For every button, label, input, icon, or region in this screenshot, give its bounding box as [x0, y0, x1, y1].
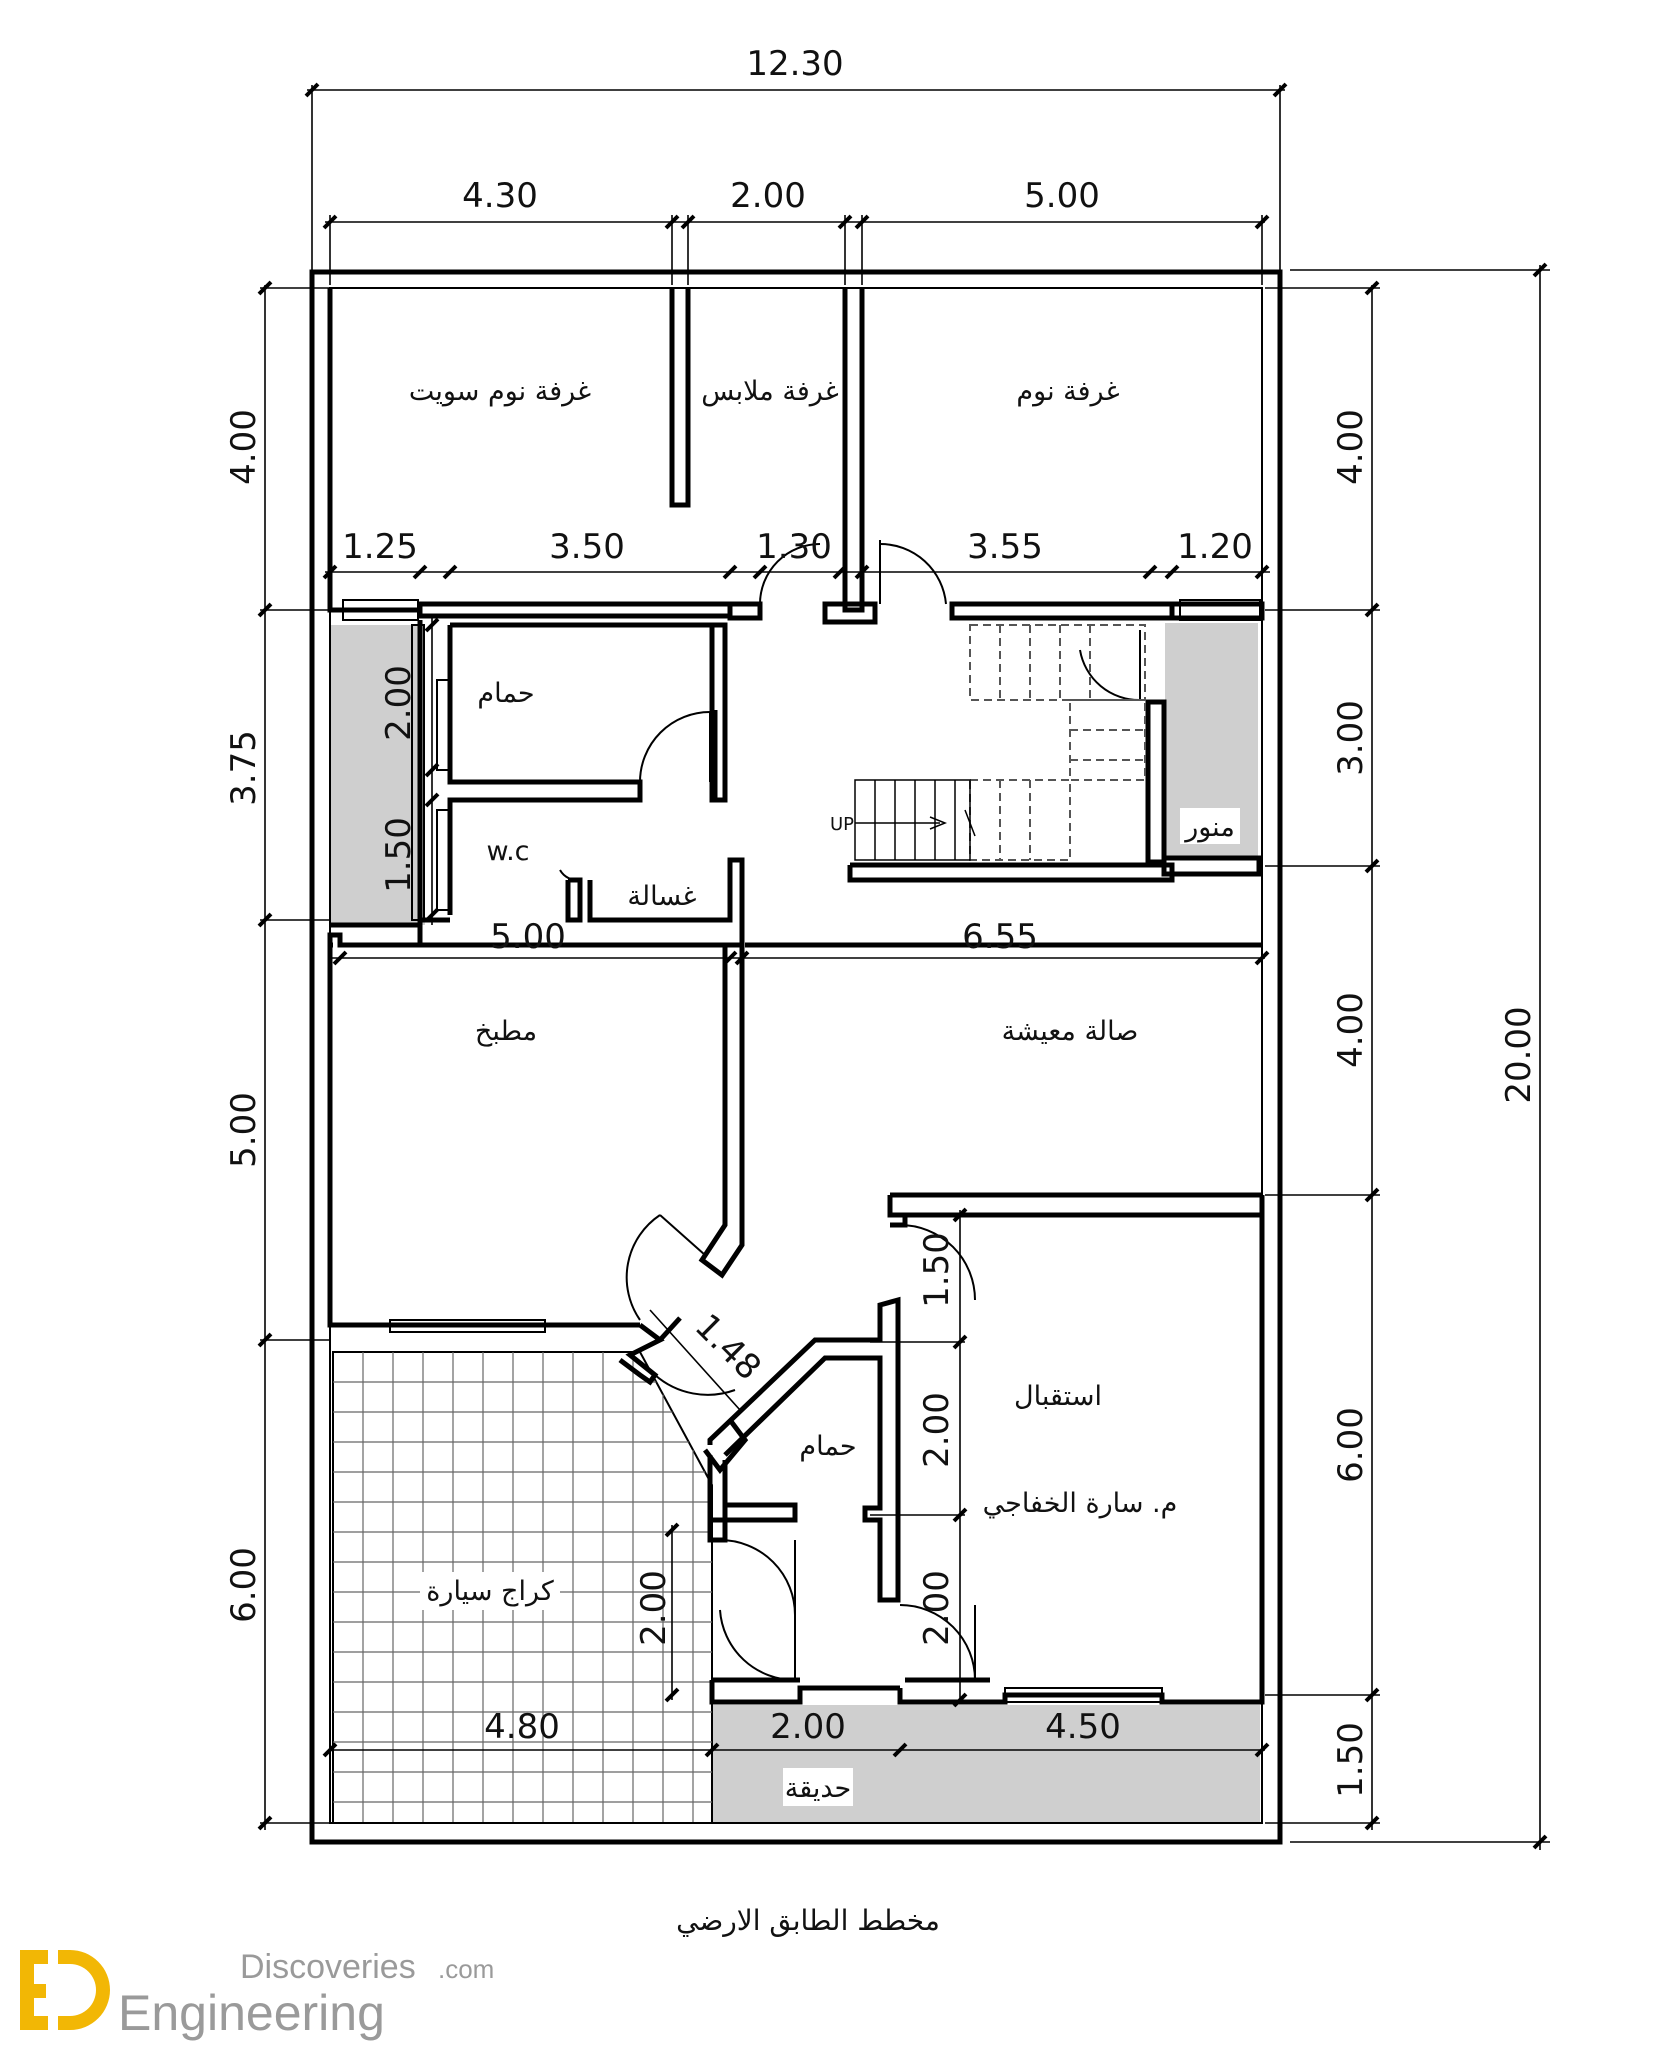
logo-line1: Discoveries	[240, 1948, 416, 1986]
mid-left-dim: 5.00	[490, 917, 566, 957]
label-garden: حديقة	[785, 1773, 852, 1804]
engineering-discoveries-logo: Discoveries .com Engineering	[20, 1948, 494, 2041]
garden-label-bg	[783, 1768, 853, 1806]
overall-height-dim: 20.00	[1499, 1006, 1539, 1103]
right-dim-5: 1.50	[1331, 1722, 1371, 1798]
upper-dim-2: 3.50	[549, 527, 625, 567]
garage-width-dim: 4.80	[484, 1707, 560, 1747]
right-dim-3: 4.00	[1331, 992, 1371, 1068]
label-kitchen: مطبخ	[475, 1016, 537, 1047]
plot-boundary	[309, 269, 1283, 1845]
mid-right-dim: 6.55	[962, 917, 1038, 957]
label-bathroom-2: حمام	[799, 1431, 856, 1462]
label-bedroom: غرفة نوم	[1016, 376, 1119, 407]
light-well-label-bg	[1180, 808, 1240, 844]
windows	[342, 599, 1261, 1703]
label-garage: كراج سيارة	[426, 1576, 554, 1607]
upper-dim-3: 1.30	[756, 527, 832, 567]
drawing-caption: مخطط الطابق الارضي	[676, 1904, 940, 1937]
garage-label-bg	[420, 1572, 560, 1610]
label-living-hall: صالة معيشة	[1002, 1016, 1139, 1047]
entry-diag-dim: 1.48	[687, 1306, 769, 1388]
walls	[327, 288, 1265, 1705]
label-dressing-room: غرفة ملابس	[701, 376, 839, 407]
corridor-dim-1: 2.00	[379, 665, 419, 741]
right-dim-4: 6.00	[1331, 1407, 1371, 1483]
upper-dim-4: 3.55	[967, 527, 1043, 567]
top-dim-2: 2.00	[730, 176, 806, 216]
recep-dim-3: 2.00	[917, 1570, 957, 1646]
logo-e-mark	[20, 1950, 48, 2030]
label-reception: استقبال	[1014, 1381, 1102, 1412]
logo-domain: .com	[438, 1954, 494, 1984]
left-dim-4: 6.00	[224, 1547, 264, 1623]
left-dim-2: 3.75	[224, 730, 264, 806]
label-bathroom-1: حمام	[477, 678, 534, 709]
label-wc: w.c	[486, 836, 529, 867]
overall-width-dim: 12.30	[746, 44, 843, 84]
top-dim-1: 4.30	[462, 176, 538, 216]
label-laundry: غسالة	[627, 881, 696, 912]
label-suite-bedroom: غرفة نوم سويت	[409, 376, 591, 407]
upper-dim-1: 1.25	[342, 527, 418, 567]
label-light-well: منور	[1183, 812, 1235, 843]
right-dim-2: 3.00	[1331, 700, 1371, 776]
staircase	[854, 624, 1146, 861]
left-dim-3: 5.00	[224, 1092, 264, 1168]
recep-dim-1: 1.50	[917, 1232, 957, 1308]
label-up: UP	[830, 814, 854, 835]
shaded-areas	[330, 623, 1260, 1823]
garden-dim-2: 4.50	[1045, 1707, 1121, 1747]
top-dim-3: 5.00	[1024, 176, 1100, 216]
dimension-labels: 12.30 4.30 2.00 5.00 1.25 3.50 1.30 3.55…	[224, 44, 1539, 1798]
dimension-lines	[260, 85, 1550, 1850]
dimension-ticks	[257, 82, 1548, 1850]
logo-line2: Engineering	[118, 1985, 385, 2041]
room-labels: غرفة نوم سويت غرفة ملابس غرفة نوم حمام w…	[409, 376, 1240, 1806]
recep-dim-2: 2.00	[917, 1392, 957, 1468]
upper-dim-5: 1.20	[1177, 527, 1253, 567]
logo-d-mark	[58, 1950, 110, 2030]
label-designer: م. سارة الخفاجي	[983, 1488, 1178, 1519]
garage-door-dim: 2.00	[634, 1570, 674, 1646]
right-dim-1: 4.00	[1331, 409, 1371, 485]
garden-dim-1: 2.00	[770, 1707, 846, 1747]
corridor-dim-2: 1.50	[379, 817, 419, 893]
left-light-shaft	[330, 625, 425, 925]
left-dim-1: 4.00	[224, 409, 264, 485]
